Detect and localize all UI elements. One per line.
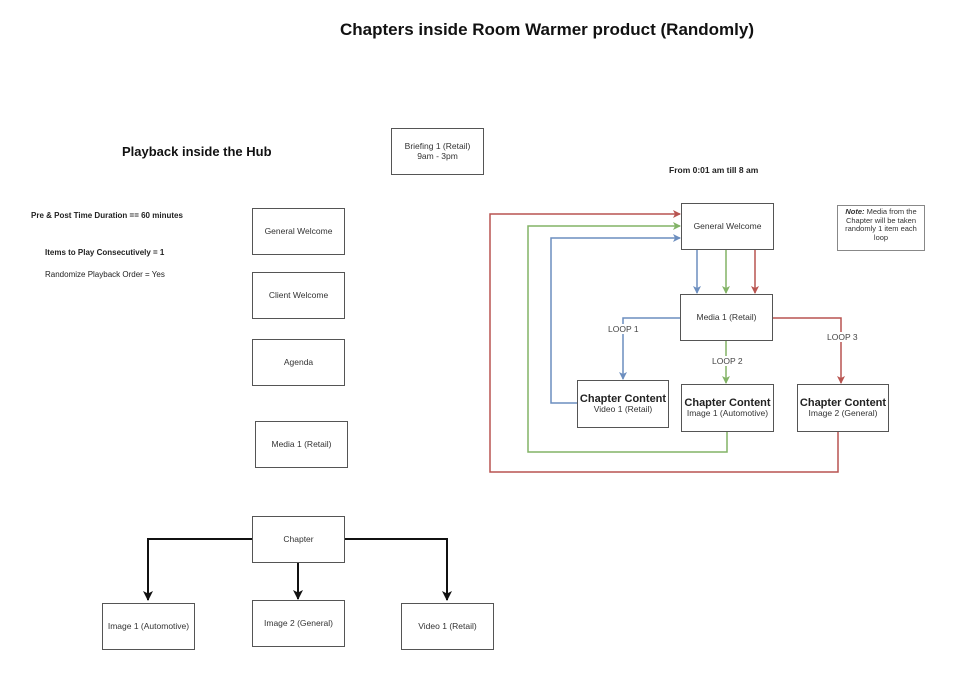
loop2-chapter-content-box: Chapter Content Image 1 (Automotive) — [681, 384, 774, 432]
loop-media1-box: Media 1 (Retail) — [680, 294, 773, 341]
loop3-chapter-content-box: Chapter Content Image 2 (General) — [797, 384, 889, 432]
tree-arrow-image1 — [143, 538, 252, 601]
box-label: Media 1 (Retail) — [271, 438, 332, 449]
briefing-time: 9am - 3pm — [417, 150, 458, 161]
loop3-media-to-content-arrow — [772, 317, 845, 384]
box-label: Client Welcome — [268, 289, 329, 300]
loop3-label: LOOP 3 — [826, 332, 859, 342]
chapter-root-box: Chapter — [252, 516, 345, 563]
setting-randomize-order: Randomize Playback Order = Yes — [45, 270, 165, 279]
briefing-name: Briefing 1 (Retail) — [404, 140, 471, 151]
loop2-return-connector — [527, 222, 728, 453]
sequence-media1-box: Media 1 (Retail) — [255, 421, 348, 468]
box-label: Agenda — [283, 356, 314, 367]
sequence-general-welcome-box: General Welcome — [252, 208, 345, 255]
content-item: Video 1 (Retail) — [593, 404, 653, 415]
loop1-chapter-content-box: Chapter Content Video 1 (Retail) — [577, 380, 669, 428]
tree-arrow-video1 — [344, 538, 452, 601]
loop-general-welcome-box: General Welcome — [681, 203, 774, 250]
box-label: Media 1 (Retail) — [696, 311, 757, 322]
chapter-child-image1-box: Image 1 (Automotive) — [102, 603, 195, 650]
content-item: Image 1 (Automotive) — [686, 408, 769, 419]
box-label: Image 2 (General) — [264, 617, 333, 628]
loop1-label: LOOP 1 — [607, 324, 640, 334]
time-range-label: From 0:01 am till 8 am — [669, 165, 759, 175]
sequence-agenda-box: Agenda — [252, 339, 345, 386]
note-box: Note: Media from the Chapter will be tak… — [837, 205, 925, 251]
content-title: Chapter Content — [579, 392, 667, 405]
setting-items-consecutive: Items to Play Consecutively = 1 — [45, 248, 165, 257]
content-title: Chapter Content — [684, 396, 771, 409]
loop3-return-connector — [489, 210, 839, 473]
box-label: Video 1 (Retail) — [418, 620, 477, 631]
loop2-label: LOOP 2 — [711, 356, 744, 366]
chapter-child-video1-box: Video 1 (Retail) — [401, 603, 494, 650]
note-text: Media from the Chapter will be taken ran… — [845, 207, 917, 242]
loop1-media-to-content-arrow — [619, 317, 680, 380]
loop1-return-connector — [550, 234, 681, 404]
content-item: Image 2 (General) — [808, 408, 878, 419]
box-label: Image 1 (Automotive) — [107, 620, 190, 631]
box-label: Chapter — [283, 533, 314, 544]
box-label: General Welcome — [693, 220, 762, 231]
briefing-box: Briefing 1 (Retail) 9am - 3pm — [391, 128, 484, 175]
note-emphasis: Note: — [845, 207, 865, 216]
box-label: General Welcome — [264, 225, 333, 236]
diagram-title: Chapters inside Room Warmer product (Ran… — [339, 20, 755, 39]
playback-heading: Playback inside the Hub — [122, 144, 272, 159]
sequence-client-welcome-box: Client Welcome — [252, 272, 345, 319]
chapter-child-image2-box: Image 2 (General) — [252, 600, 345, 647]
content-title: Chapter Content — [799, 396, 887, 409]
setting-pre-post-duration: Pre & Post Time Duration == 60 minutes — [31, 211, 183, 220]
